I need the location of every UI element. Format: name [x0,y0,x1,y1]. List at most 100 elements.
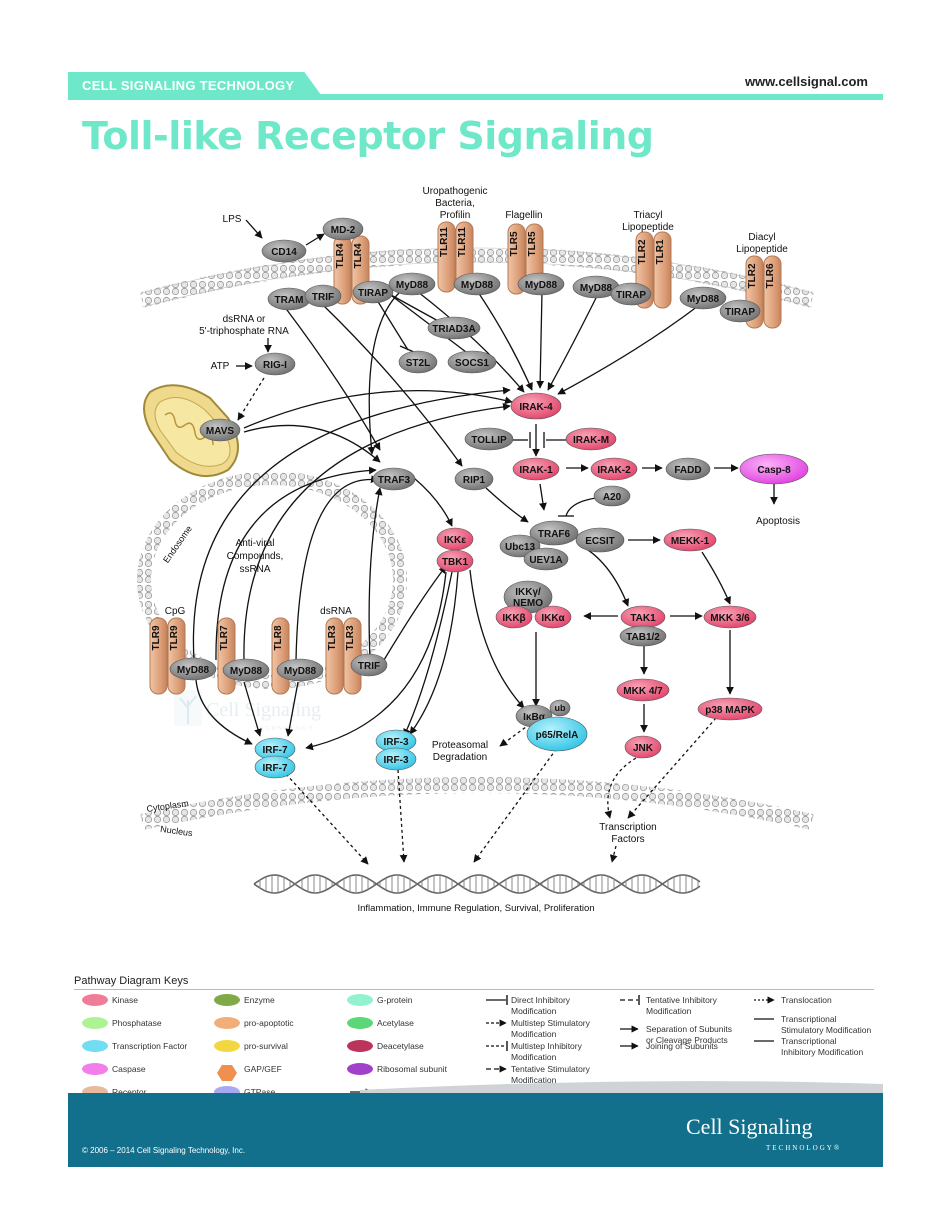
key-swatch [214,1040,240,1052]
key-label: Inhibitory Modification [781,1047,863,1057]
dna-helix [253,874,701,894]
protein-label: TIRAP [725,307,755,318]
protein-label: IRAK-1 [519,465,553,476]
protein-label: IKKα [541,613,565,624]
protein-mkk-4-7: MKK 4/7 [616,678,670,702]
protein-label: p65/RelA [536,730,579,741]
receptor-label: TLR2 [747,263,758,288]
protein-label: TRAF6 [538,529,571,540]
protein-label: MyD88 [230,666,263,677]
protein-label: IKKγ/ [515,587,541,598]
watermark-subtext: TECHNOLOGY [254,726,315,732]
protein-tirap-tlr4: TIRAP [352,280,394,304]
key-label: Translocation [781,995,832,1005]
ligand-diacyl: Lipopeptide [736,244,788,255]
key-label: or Cleavage Products [646,1035,728,1045]
protein-label: Ubc13 [505,542,535,553]
copyright-text: © 2006 – 2014 Cell Signaling Technology,… [82,1146,246,1155]
receptor-label: TLR8 [273,625,284,650]
page-title: Toll-like Receptor Signaling [82,114,654,158]
key-swatch [82,994,108,1006]
key-label: pro-survival [244,1041,288,1051]
receptor-label: TLR4 [353,243,364,268]
proteasomal-label: Proteasomal [432,740,488,751]
key-swatch [82,1017,108,1029]
key-label: Kinase [112,995,138,1005]
watermark-logo: Cell Signaling TECHNOLOGY [174,690,321,732]
protein-myd88-tlr7: MyD88 [222,658,270,682]
ligand-uropathogenic: Profilin [440,210,471,221]
key-label: Separation of Subunits [646,1024,732,1034]
key-label: Receptor [112,1087,147,1097]
protein-label: TBK1 [442,557,469,568]
protein-tollip: TOLLIP [464,427,514,451]
key-label: Phosphatase [112,1018,162,1028]
keys-divider [74,989,874,990]
protein-label: TRAM [275,295,304,306]
key-label: Direct Inhibitory [511,995,571,1005]
receptor-tlr8: TLR8 [271,617,290,695]
key-label: Stimulatory Modification [781,1025,872,1035]
receptor-tlr9-b: TLR9 [167,617,186,695]
protein-uev1a: UEV1A [523,547,569,571]
key-label: Modification [646,1006,692,1016]
key-label: Enzyme [244,995,275,1005]
protein-label: NEMO [513,598,543,609]
protein-label: IRAK-4 [519,402,553,413]
keys-title: Pathway Diagram Keys [74,975,189,987]
receptor-label: TLR3 [327,625,338,650]
protein-ikke: IKKε [436,527,474,551]
protein-irf-7-b: IRF-7 [254,755,296,779]
protein-rip1: RIP1 [454,467,494,491]
ligand-uropathogenic: Uropathogenic [422,186,487,197]
website-link[interactable]: www.cellsignal.com [744,74,868,89]
protein-tbk1: TBK1 [436,549,474,573]
ligand-triacyl: Triacyl [633,210,662,221]
protein-tirap-tlr2-1: TIRAP [610,282,652,306]
protein-tab1-2: TAB1/2 [619,625,667,647]
key-swatch [347,1040,373,1052]
receptor-tlr1-b: TLR1 [653,231,672,309]
key-label: Transcription Factor [112,1041,187,1051]
ligand-antiviral: ssRNA [239,564,270,575]
nucleus-label: Nucleus [160,824,194,838]
protein-irak-m: IRAK-M [565,427,617,451]
receptor-tlr5-a: TLR5 [507,223,526,295]
key-label: Deacetylase [377,1041,424,1051]
receptor-label: TLR1 [655,239,666,264]
ligand-cpg: CpG [165,606,186,617]
footer-band [68,1093,883,1167]
key-label: Tentative Inhibitory [646,995,718,1005]
protein-label: RIG-I [263,360,287,371]
protein-trif-tlr4: TRIF [304,284,342,308]
nuclear-membrane [140,777,814,830]
protein-tak1: TAK1 [620,605,666,629]
protein-ikka: IKKα [534,605,572,629]
protein-myd88-tlr9: MyD88 [169,657,217,681]
footer-swoosh [360,1081,883,1093]
plasma-membrane [139,247,815,308]
receptor-tlr3-a: TLR3 [325,617,344,695]
protein-label: MyD88 [525,280,558,291]
protein-label: TOLLIP [471,435,507,446]
ligand-flagellin: Flagellin [505,210,542,221]
protein-label: IKKβ [502,613,525,624]
transcription-factors-label: Transcription [599,822,656,833]
key-swatch [347,1017,373,1029]
ligand-uropathogenic: Bacteria, [435,198,474,209]
protein-label: JNK [633,743,654,754]
protein-label: MKK 4/7 [623,686,663,697]
receptor-label: TLR11 [457,227,468,257]
protein-ecsit: ECSIT [575,527,625,553]
key-label: Modification [511,1029,557,1039]
ligand-antiviral: Compounds, [227,551,284,562]
key-label: Modification [511,1006,557,1016]
key-label: GTPase [244,1087,275,1097]
protein-label: TRIF [312,292,334,303]
protein-myd88-tlr11: MyD88 [453,272,501,296]
receptor-label: TLR3 [345,625,356,650]
protein-irf-3-b: IRF-3 [375,747,417,771]
protein-ikkg-nemo: IKKγ/NEMO [503,580,553,614]
key-swatch [82,1063,108,1075]
protein-myd88-tlr8: MyD88 [276,658,324,682]
